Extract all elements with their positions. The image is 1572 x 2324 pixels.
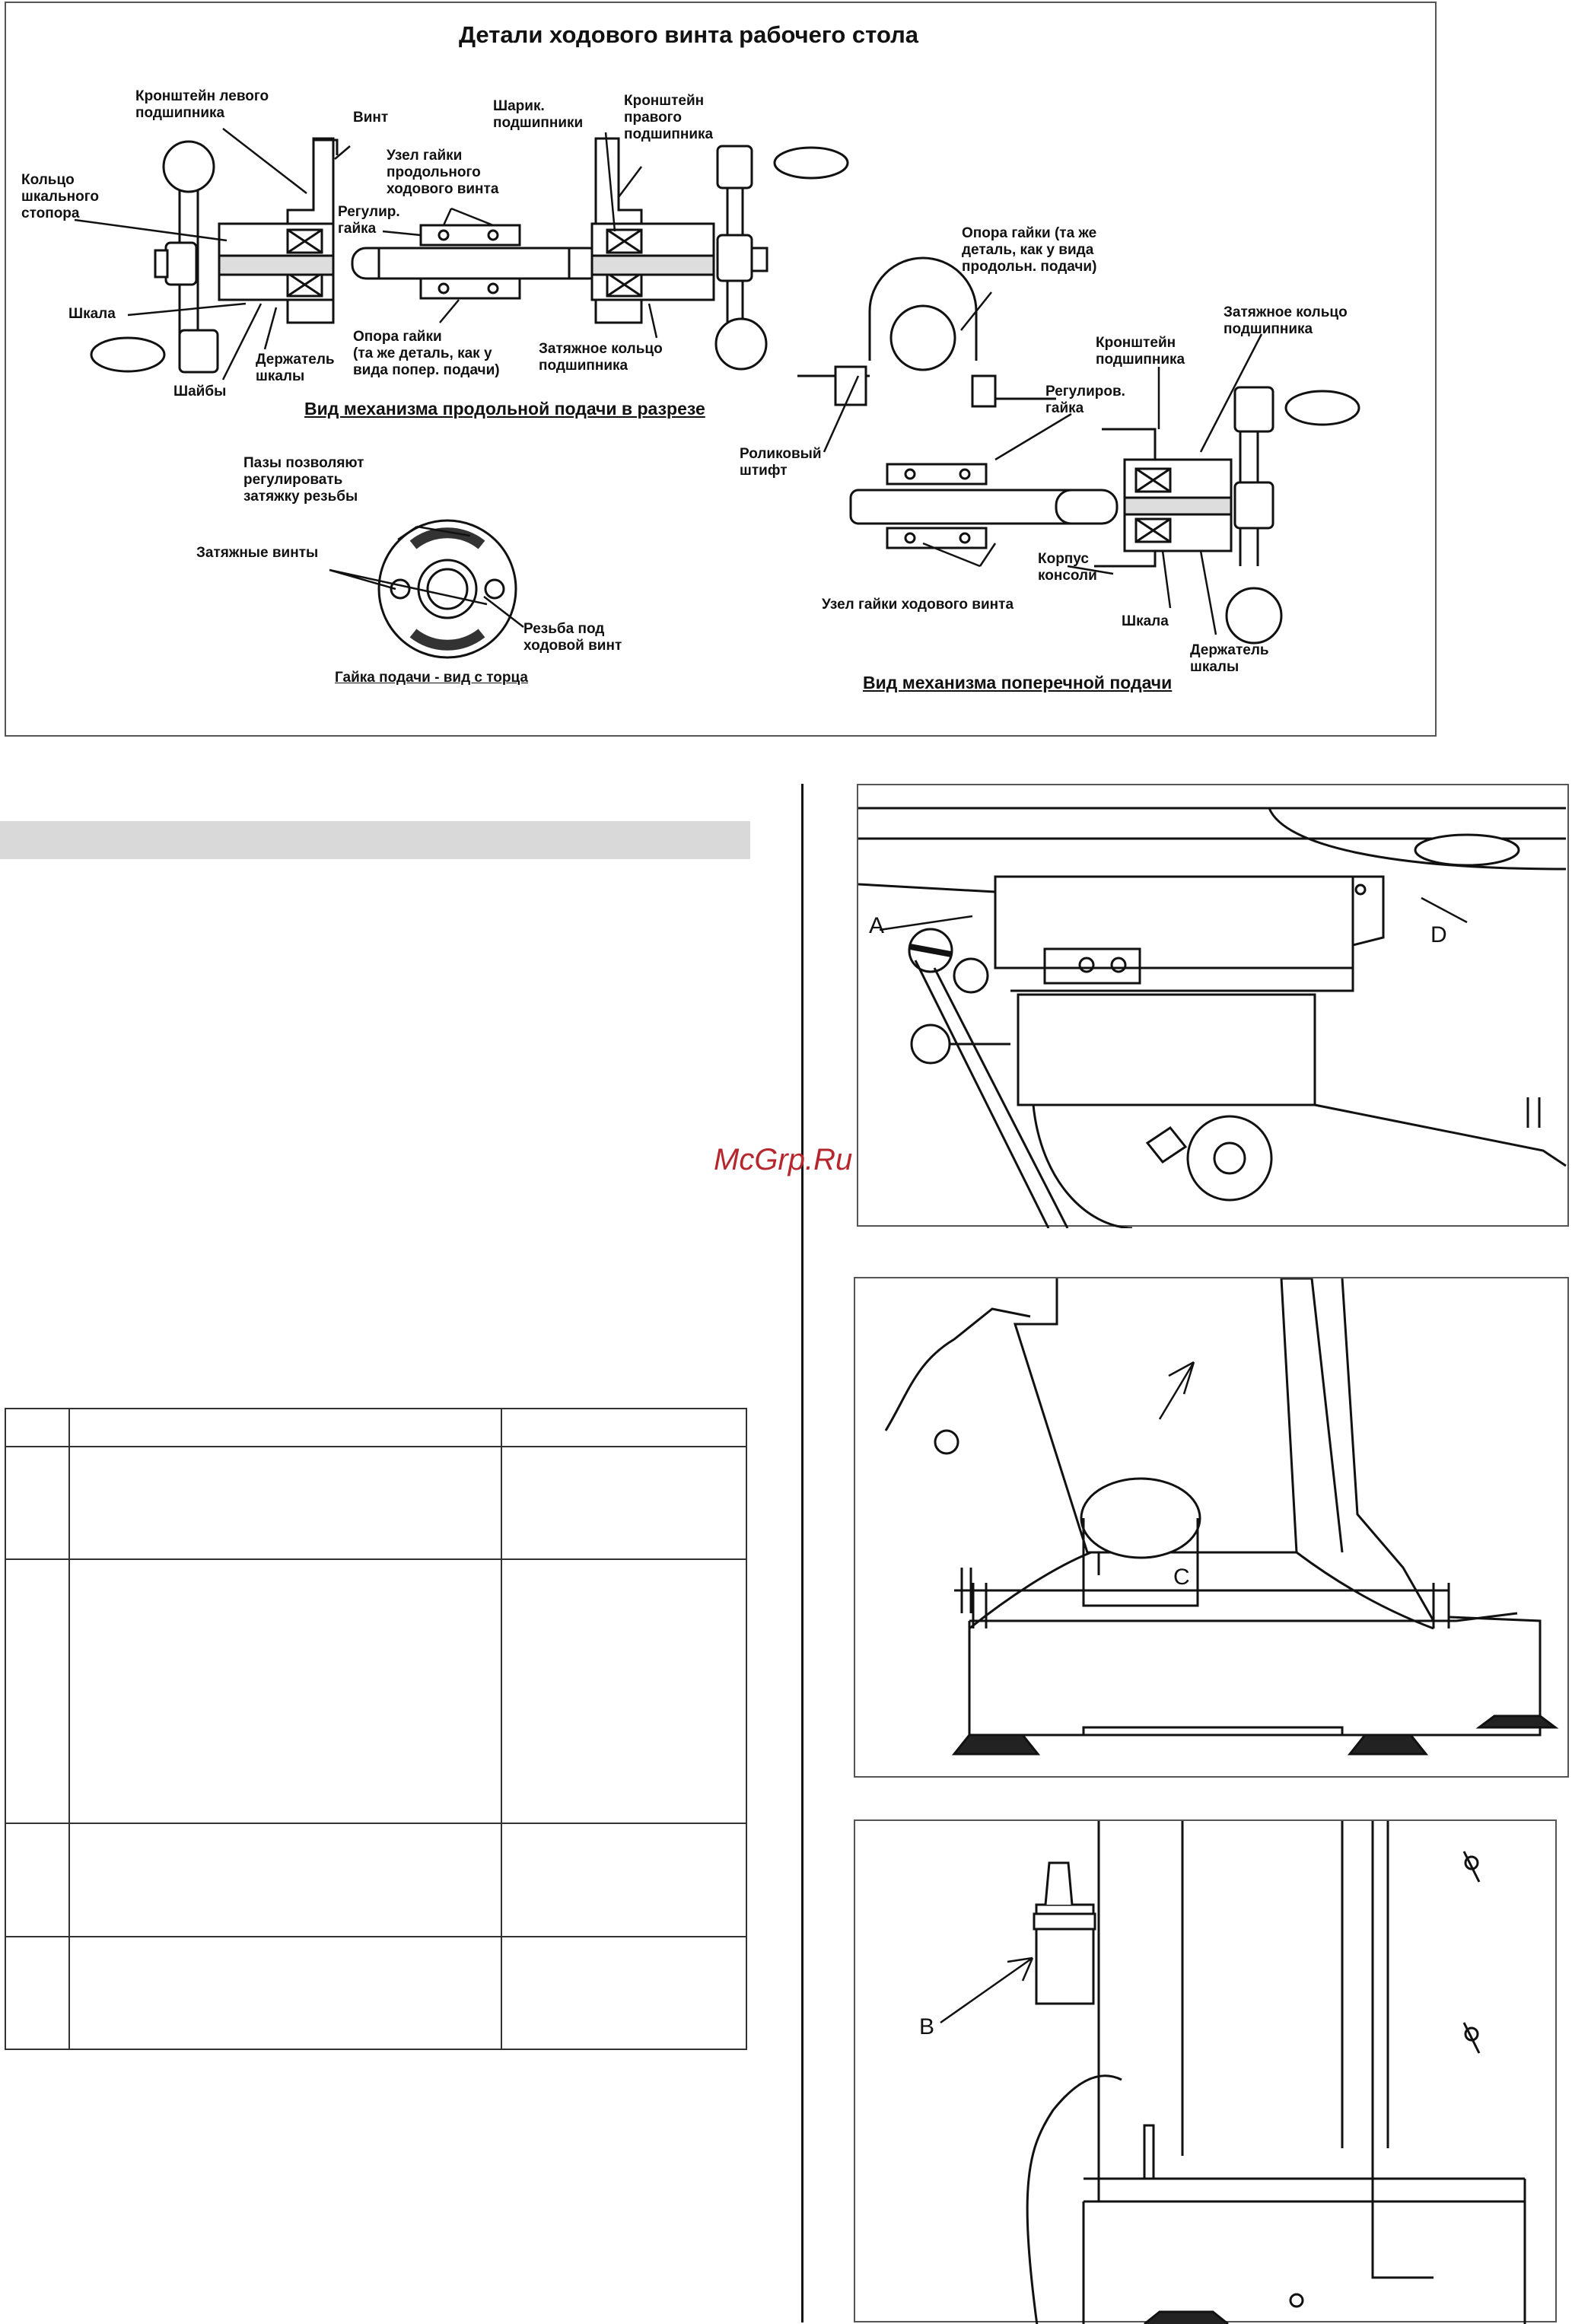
table-row: [5, 1935, 747, 2051]
table-cell: [68, 1446, 502, 1561]
table-cell: [5, 1446, 70, 1561]
label-roller-pin: Роликовый штифт: [740, 446, 822, 479]
figure-letter-b: B: [919, 2014, 935, 2039]
table-row: [5, 1407, 747, 1448]
label-cross-nut-assembly: Узел гайки ходового винта: [822, 597, 1014, 613]
label-bearing-clamp-ring: Затяжное кольцо подшипника: [539, 341, 663, 374]
table-cell: [501, 1407, 747, 1448]
figure-letter-a: A: [869, 913, 885, 938]
label-left-bearing-bracket: Кронштейн левого подшипника: [135, 88, 269, 121]
label-adjusting-nut: Регулир. гайка: [338, 204, 400, 237]
label-cross-dial-holder: Держатель шкалы: [1190, 642, 1269, 675]
figure-letter-d: D: [1430, 922, 1447, 947]
label-cross-adjusting-nut: Регулиров. гайка: [1045, 384, 1125, 416]
figure-base: C: [854, 1277, 1569, 1778]
section-header-bar: [0, 821, 750, 859]
table-cell: [68, 1558, 502, 1825]
table-cell: [501, 1446, 747, 1561]
diagram-title: Детали ходового винта рабочего стола: [458, 21, 919, 48]
table-cell: [501, 1935, 747, 2051]
top-diagram-frame: Детали ходового винта рабочего стола Кро…: [5, 2, 1437, 737]
table-cell: [5, 1823, 70, 1937]
table-cell: [5, 1558, 70, 1825]
table-cell: [68, 1407, 502, 1448]
label-ball-bearings: Шарик. подшипники: [493, 98, 584, 131]
caption-end-view: Гайка подачи - вид с торца: [335, 670, 528, 686]
table-cell: [501, 1823, 747, 1937]
label-dial-holder: Держатель шкалы: [256, 352, 335, 384]
table-row: [5, 1558, 747, 1825]
label-cross-bearing-bracket: Кронштейн подшипника: [1096, 335, 1185, 368]
caption-cross-view: Вид механизма поперечной подачи: [863, 673, 1173, 692]
data-table: [5, 1407, 747, 2051]
figure-head: A D: [857, 784, 1569, 1228]
figure-column: B: [854, 1819, 1557, 2324]
label-washers: Шайбы: [173, 384, 227, 400]
label-slots: Пазы позволяют регулировать затяжку резь…: [243, 455, 364, 505]
caption-longitudinal-view: Вид механизма продольной подачи в разрез…: [304, 399, 705, 419]
table-row: [5, 1823, 747, 1937]
label-right-bearing-bracket: Кронштейн правого подшипника: [624, 93, 714, 142]
label-thread: Резьба под ходовой винт: [523, 621, 622, 654]
column-divider: [801, 784, 804, 2322]
figure-letter-c: C: [1173, 1565, 1190, 1590]
label-screw: Винт: [353, 110, 389, 126]
table-cell: [68, 1935, 502, 2051]
label-dial: Шкала: [68, 306, 116, 322]
table-cell: [5, 1935, 70, 2051]
label-cross-dial: Шкала: [1122, 613, 1169, 629]
table-cell: [68, 1823, 502, 1937]
label-longitudinal-nut-assembly: Узел гайки продольного ходового винта: [387, 148, 499, 197]
table-row: [5, 1446, 747, 1561]
label-clamp-screws: Затяжные винты: [196, 545, 319, 561]
label-cross-nut-support: Опора гайки (та же деталь, как у вида пр…: [962, 225, 1097, 275]
table-cell: [501, 1558, 747, 1825]
watermark: McGrp.Ru: [714, 1143, 853, 1176]
top-diagram-drawing: [74, 128, 1360, 659]
label-dial-lock-ring: Кольцо шкального стопора: [21, 172, 100, 221]
table-cell: [5, 1407, 70, 1448]
label-nut-support: Опора гайки (та же деталь, как у вида по…: [353, 329, 500, 378]
label-console-body: Корпус консоли: [1038, 551, 1097, 584]
label-cross-bearing-clamp-ring: Затяжное кольцо подшипника: [1224, 304, 1348, 337]
